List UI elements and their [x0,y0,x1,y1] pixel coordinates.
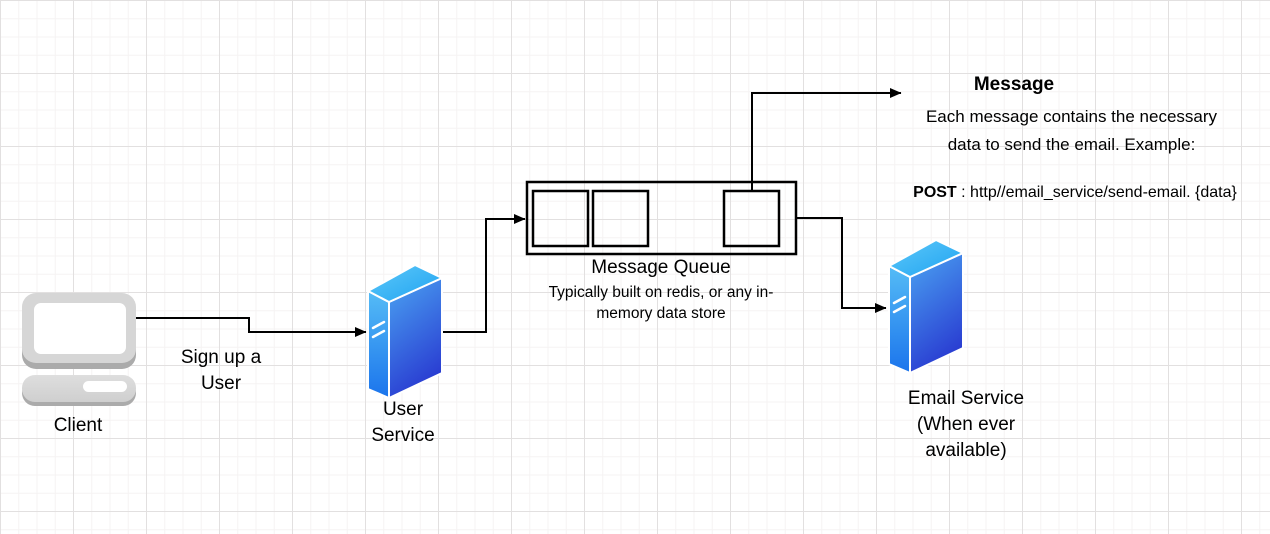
edge-client-to-user-service[interactable] [136,317,367,337]
email-service-label[interactable]: Email Service (When ever available) [907,388,1025,461]
monitor-screen [34,303,126,354]
message-queue-subtitle[interactable]: Typically built on redis, or any in- mem… [548,284,774,322]
queue-message-slot[interactable] [531,189,590,248]
message-note-title[interactable]: Message [973,74,1055,95]
queue-container[interactable] [525,180,798,256]
message-queue-shape[interactable] [525,180,798,256]
post-url: : http//email_service/send-email. {data} [956,184,1237,201]
message-queue-title[interactable]: Message Queue [591,257,731,278]
post-verb: POST [913,184,957,201]
client-label[interactable]: Client [53,415,103,436]
queue-message-slot[interactable] [591,189,650,248]
email-service-server-icon[interactable] [887,238,965,375]
edge-signup-label[interactable]: Sign up a User [180,347,262,394]
user-service-server-icon[interactable] [366,263,444,400]
keyboard-pill [83,381,127,392]
queue-message-slot[interactable] [722,189,781,248]
user-service-label[interactable]: User Service [371,399,435,446]
edge-queue-to-message-note[interactable] [751,88,902,191]
client-computer-icon[interactable] [22,293,136,406]
edge-user-service-to-queue[interactable] [443,214,526,333]
message-note-post-line[interactable]: POST : http//email_service/send-email. {… [884,163,1266,203]
edge-queue-to-email-service[interactable] [796,217,887,313]
message-note-body[interactable]: Each message contains the necessary data… [925,107,1218,154]
